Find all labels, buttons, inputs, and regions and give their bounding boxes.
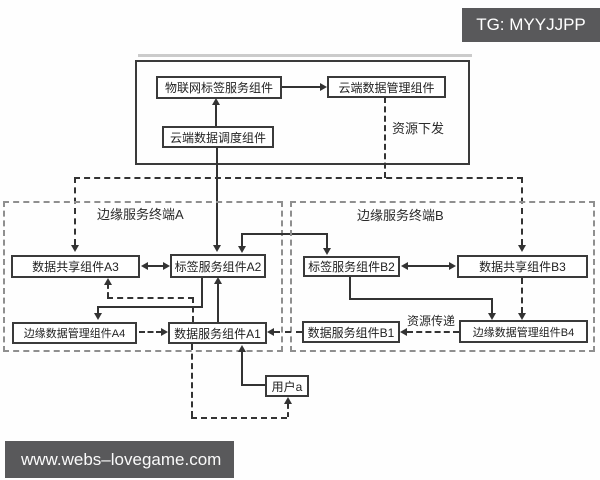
node-cloud-data-mgmt: 云端数据管理组件: [327, 76, 446, 98]
edge-sched-to-a2: [216, 148, 218, 246]
telegram-watermark-badge: TG: MYYJJPP: [462, 8, 600, 42]
arrowhead-left-icon: [267, 328, 274, 336]
arrowhead-down-icon: [238, 246, 246, 253]
arrowhead-down-icon: [488, 313, 496, 320]
node-a4-edge-data-mgmt: 边缘数据管理组件A4: [12, 322, 137, 344]
label-resource-distribution: 资源下发: [392, 121, 445, 136]
arrowhead-up-icon: [284, 397, 292, 404]
edge-sched-to-iot: [215, 104, 217, 126]
edge-iot-to-mgmt: [282, 86, 321, 88]
edge-a2-b2-bridge: [241, 233, 328, 235]
label-resource-transfer: 资源传递: [407, 314, 456, 328]
edge-resource-dist-to-a3: [74, 177, 76, 245]
arrowhead-right-icon: [449, 262, 456, 270]
edge-a1-to-user-v2: [287, 404, 289, 417]
arrowhead-up-icon: [212, 98, 220, 105]
edge-a2-to-a4-h: [97, 306, 203, 308]
node-b3-data-sharing: 数据共享组件B3: [457, 255, 588, 278]
edge-b1-to-a1: [274, 331, 302, 333]
scan-artifact-line: [138, 54, 472, 57]
site-watermark-bar: www.webs–lovegame.com: [5, 441, 234, 478]
arrowhead-up-icon: [214, 277, 222, 284]
edge-a1-to-a2: [217, 284, 219, 322]
terminal-b-title: 边缘服务终端B: [357, 208, 444, 223]
terminal-b-frame: [290, 201, 595, 352]
arrowhead-down-icon: [518, 245, 526, 252]
arrowhead-left-icon: [141, 262, 148, 270]
node-user-a: 用户a: [265, 375, 309, 397]
arrowhead-right-icon: [320, 83, 327, 91]
edge-user-to-a1-v: [241, 351, 243, 386]
cloud-frame: [135, 60, 470, 165]
node-b2-tag-service: 标签服务组件B2: [303, 256, 400, 277]
arrowhead-right-icon: [161, 328, 168, 336]
arrowhead-left-icon: [401, 262, 408, 270]
node-a3-data-sharing: 数据共享组件A3: [11, 255, 140, 278]
node-b4-edge-data-mgmt: 边缘数据管理组件B4: [459, 320, 588, 343]
edge-a4-to-a1: [139, 331, 162, 333]
edge-a1-to-a3-v2: [107, 284, 109, 297]
node-cloud-data-sched: 云端数据调度组件: [162, 126, 274, 148]
edge-resource-dist-drop: [384, 97, 386, 178]
edge-b2-to-b4-v2: [491, 298, 493, 313]
edge-bridge-right-drop: [326, 233, 328, 248]
edge-a1-to-user-v1: [191, 344, 193, 417]
arrowhead-up-icon: [238, 345, 246, 352]
edge-b2-b3: [406, 265, 451, 267]
edge-resource-dist-bus: [74, 177, 523, 179]
edge-a1-to-a3-v1: [192, 297, 194, 322]
edge-b4-to-b1: [407, 331, 459, 333]
node-b1-data-service: 数据服务组件B1: [302, 321, 400, 343]
terminal-a-title: 边缘服务终端A: [97, 207, 184, 222]
edge-a3-a2: [146, 265, 165, 267]
arrowhead-left-icon: [400, 328, 407, 336]
edge-resource-dist-to-b3: [521, 177, 523, 245]
edge-a2-to-a4-v1: [201, 278, 203, 306]
edge-b2-to-b4-v1: [349, 277, 351, 298]
arrowhead-down-icon: [71, 245, 79, 252]
arrowhead-down-icon: [213, 245, 221, 252]
node-iot-tag-service: 物联网标签服务组件: [156, 76, 282, 99]
edge-a2-to-a4-v2: [97, 306, 99, 314]
arrowhead-down-icon: [323, 248, 331, 255]
edge-user-to-a1-h: [241, 384, 265, 386]
edge-b3-to-b4: [521, 278, 523, 313]
arrowhead-right-icon: [163, 262, 170, 270]
edge-a1-to-user-h: [191, 417, 287, 419]
edge-b2-to-b4-h: [349, 298, 493, 300]
arrowhead-down-icon: [518, 313, 526, 320]
arrowhead-up-icon: [104, 278, 112, 285]
node-a1-data-service: 数据服务组件A1: [168, 322, 267, 344]
edge-a1-to-a3-h: [107, 297, 194, 299]
edge-bridge-left-drop: [241, 233, 243, 246]
terminal-a-frame: [3, 201, 283, 352]
node-a2-tag-service: 标签服务组件A2: [170, 254, 266, 278]
arrowhead-down-icon: [94, 313, 102, 320]
